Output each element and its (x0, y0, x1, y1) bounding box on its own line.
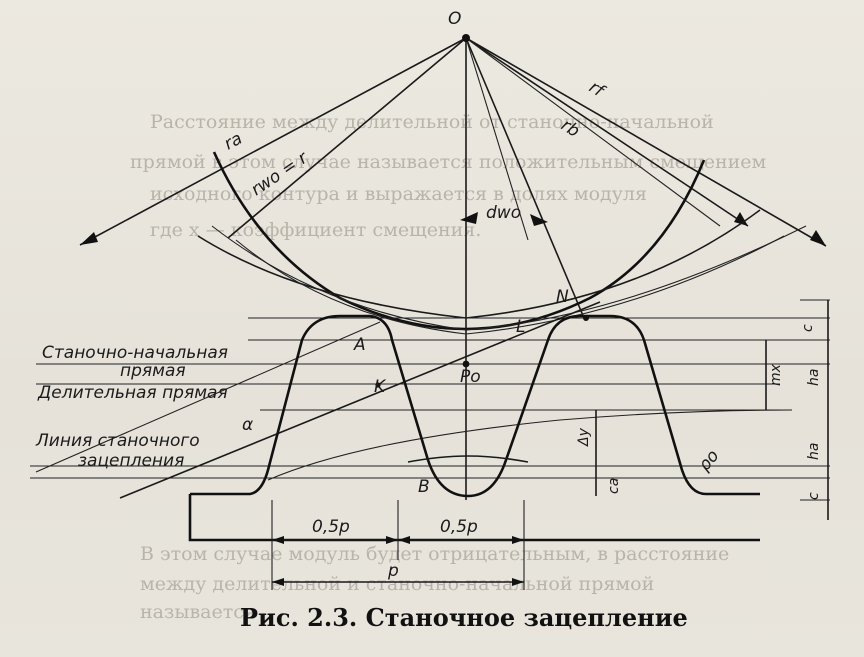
label-mx: mx (768, 363, 784, 386)
labels: O rf rb ra rwo = r dwo N L A K Po B α ρo… (35, 9, 822, 581)
label-c-top: c (800, 324, 816, 332)
label-ha-top: ha (806, 369, 822, 386)
arrow-rf (810, 230, 826, 246)
label-dwo: dwo (486, 203, 521, 223)
bg-line-6: между делительной и станочно-начальной п… (140, 573, 654, 595)
arrow-ra (80, 232, 98, 245)
bg-line-7: называется (140, 601, 256, 623)
label-half-p-left: 0,5p (312, 517, 350, 537)
radius-rf-line (465, 37, 827, 247)
half-p-arrows (272, 536, 524, 544)
rack-body (188, 494, 760, 542)
arrow-rb (734, 212, 748, 226)
label-ha-bottom: ha (806, 443, 822, 460)
radius-to-N-line (465, 37, 585, 319)
points (375, 34, 589, 388)
label-A: A (353, 335, 366, 355)
label-machine-pitch-1: Станочно-начальная (42, 343, 228, 363)
label-c-bottom: c (806, 492, 822, 500)
pitch-dimensions (272, 536, 524, 586)
label-B: B (418, 477, 430, 497)
involute-curve (267, 409, 793, 481)
arrowheads (80, 212, 826, 246)
label-mesh-line-1: Линия станочного (35, 431, 200, 451)
radius-aux-line (465, 37, 721, 227)
label-O: O (448, 9, 461, 29)
point-O (462, 34, 470, 42)
radial-lines (79, 37, 827, 500)
tooth-root-arc (407, 455, 529, 463)
label-N: N (556, 287, 569, 307)
bg-line-5: В этом случае модуль будет отрицательным… (140, 543, 729, 565)
rack-profile (188, 314, 760, 542)
arrow-dwo-left (460, 212, 478, 224)
point-K (375, 382, 381, 388)
radius-rwo-line (227, 37, 467, 239)
radius-ra-line (79, 37, 467, 246)
figure-caption: Рис. 2.3. Станочное зацепление (240, 603, 688, 632)
line-of-action (35, 301, 793, 499)
label-K: K (374, 377, 387, 397)
bg-line-4: где x — коэффициент смещения. (150, 219, 481, 241)
label-L: L (516, 317, 525, 337)
root-arc-rf (235, 235, 785, 335)
label-ca: ca (606, 478, 622, 494)
rack-tooth-outline (190, 314, 760, 498)
label-dividing-line: Делительная прямая (37, 383, 228, 403)
point-Po (462, 360, 470, 368)
bg-line-2: прямой в этом случае называется положите… (130, 151, 767, 173)
radius-rb-line (465, 37, 749, 227)
label-alpha: α (242, 415, 253, 435)
base-arc-rb (211, 225, 807, 331)
label-mesh-line-2: зацепления (78, 451, 184, 471)
background-text: Расстояние между делительной от станочно… (130, 111, 767, 623)
label-p: p (387, 561, 399, 581)
arrow-dwo-right (530, 214, 548, 226)
label-machine-pitch-2: прямая (120, 361, 186, 381)
point-N (583, 315, 589, 321)
label-delta-y: Δy (576, 427, 592, 447)
label-rf: rf (585, 77, 609, 102)
label-Po: Po (460, 367, 481, 387)
mesh-line-aux (35, 321, 381, 473)
vertical-dimensions (271, 299, 830, 590)
bg-line-3: исходного контура и выражается в долях м… (150, 183, 647, 205)
label-rho-o: ρo (695, 446, 724, 475)
mesh-line (119, 301, 601, 499)
label-half-p-right: 0,5p (440, 517, 478, 537)
radius-dwo-line (465, 37, 529, 241)
